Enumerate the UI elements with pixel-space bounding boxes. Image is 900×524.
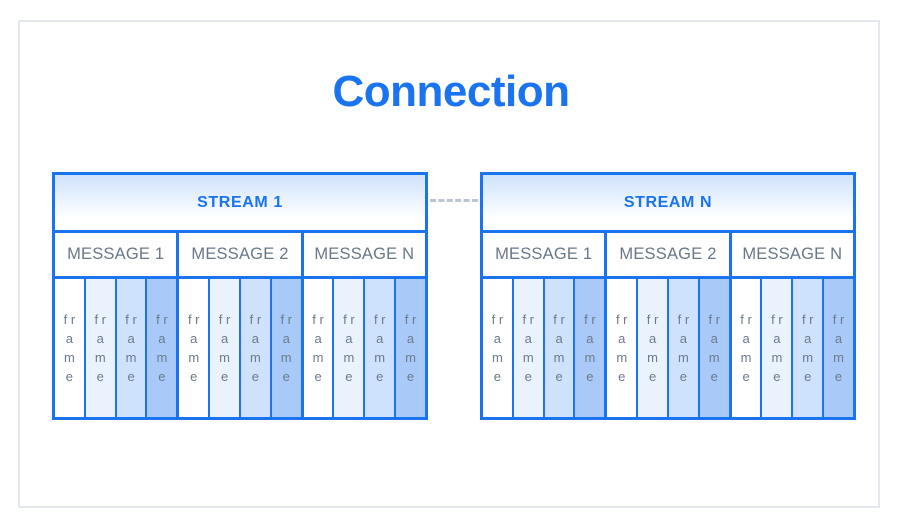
frame-cell: f r a m e [793,279,825,417]
stream-block-1: STREAM 1 MESSAGE 1 MESSAGE 2 MESSAGE N [52,172,428,420]
frame-label: f r a m e [373,312,386,384]
message-frames-group: f r a m e f r a m e f r a m e f r a m e [179,279,304,417]
frame-cell: f r a m e [210,279,241,417]
frame-label: f r a m e [646,312,659,384]
frame-label: f r a m e [801,312,814,384]
page-title: Connection [332,67,570,116]
message-cell: MESSAGE 2 [607,233,732,279]
frame-cell: f r a m e [731,279,763,417]
frame-label: f r a m e [63,312,76,384]
frame-cell: f r a m e [513,279,545,417]
message-label: MESSAGE 2 [619,245,717,263]
frame-cell: f r a m e [762,279,794,417]
frame-label: f r a m e [553,312,565,384]
frame-cell: f r a m e [303,279,335,417]
frame-cell: f r a m e [575,279,605,417]
frame-cell: f r a m e [271,279,301,417]
stream-connector [428,172,480,420]
message-labels-row-1: MESSAGE 1 MESSAGE 2 MESSAGE N [55,233,425,279]
streams-container: STREAM 1 MESSAGE 1 MESSAGE 2 MESSAGE N [52,172,856,422]
frame-label: f r a m e [740,312,752,384]
frame-cell: f r a m e [396,279,425,417]
frame-cell: f r a m e [365,279,397,417]
frame-label: f r a m e [280,312,292,384]
frame-cell: f r a m e [544,279,576,417]
message-label: MESSAGE N [314,245,415,263]
message-cell: MESSAGE 1 [483,233,608,279]
frame-cell: f r a m e [147,279,177,417]
frame-label: f r a m e [125,312,137,384]
frame-label: f r a m e [312,312,324,384]
message-frames-group: f r a m e f r a m e f r a m e f r a m e [303,279,425,417]
frame-cell: f r a m e [483,279,514,417]
frame-label: f r a m e [249,312,262,384]
frames-row-n: f r a m e f r a m e f r a m e f r a m e [483,279,853,417]
frame-label: f r a m e [522,312,535,384]
frame-cell: f r a m e [116,279,148,417]
dashed-line-icon [430,199,478,202]
message-cell: MESSAGE N [303,233,425,279]
message-label: MESSAGE 1 [67,245,165,263]
frame-label: f r a m e [771,312,783,384]
connection-card: Connection STREAM 1 MESSAGE 1 MESSAGE 2 … [18,20,880,508]
frame-cell: f r a m e [55,279,86,417]
stream-header-1: STREAM 1 [55,175,425,233]
frames-row-1: f r a m e f r a m e f r a m e f r a m e [55,279,425,417]
message-labels-row-n: MESSAGE 1 MESSAGE 2 MESSAGE N [483,233,853,279]
message-cell: MESSAGE 1 [55,233,180,279]
frame-label: f r a m e [677,312,690,384]
frame-label: f r a m e [584,312,596,384]
frame-cell: f r a m e [179,279,211,417]
frame-cell: f r a m e [240,279,272,417]
frame-cell: f r a m e [607,279,639,417]
frame-label: f r a m e [94,312,107,384]
message-label: MESSAGE 2 [191,245,289,263]
frame-cell: f r a m e [668,279,700,417]
frame-label: f r a m e [343,312,355,384]
stream-header-n: STREAM N [483,175,853,233]
frame-label: f r a m e [615,312,628,384]
message-frames-group: f r a m e f r a m e f r a m e f r a m e [731,279,853,417]
frame-label: f r a m e [156,312,168,384]
message-label: MESSAGE 1 [495,245,593,263]
stream-title: STREAM N [623,193,713,211]
message-cell: MESSAGE N [731,233,853,279]
message-label: MESSAGE N [742,245,843,263]
message-frames-group: f r a m e f r a m e f r a m e f r a m e [483,279,608,417]
stream-block-n: STREAM N MESSAGE 1 MESSAGE 2 MESSAGE N [480,172,856,420]
frame-cell: f r a m e [85,279,117,417]
message-frames-group: f r a m e f r a m e f r a m e f r a m e [607,279,732,417]
frame-cell: f r a m e [824,279,853,417]
message-cell: MESSAGE 2 [179,233,304,279]
frame-label: f r a m e [218,312,231,384]
frame-label: f r a m e [404,312,417,384]
frame-label: f r a m e [832,312,845,384]
frame-cell: f r a m e [638,279,669,417]
frame-cell: f r a m e [334,279,366,417]
frame-label: f r a m e [708,312,720,384]
frame-cell: f r a m e [699,279,729,417]
frame-label: f r a m e [187,312,200,384]
stream-title: STREAM 1 [197,193,283,211]
frame-label: f r a m e [491,312,504,384]
message-frames-group: f r a m e f r a m e f r a m e f r a m e [55,279,180,417]
